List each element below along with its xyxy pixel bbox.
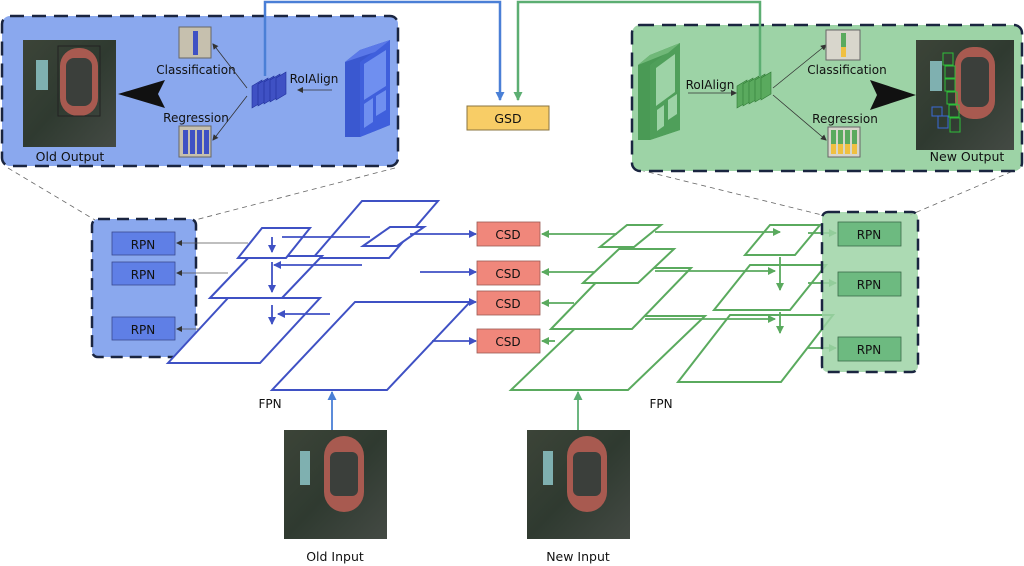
new-fpn [508, 224, 836, 391]
new-output-image [916, 40, 1014, 150]
csd-label: CSD [495, 335, 520, 349]
old-detail-panel: Old Output Classification Regression [0, 14, 400, 168]
new-output-arrow-icon [870, 80, 916, 110]
old-rpn-connectors [176, 240, 248, 332]
new-detail-panel: RoIAlign Classification Regression [630, 23, 1024, 173]
old-fpn-label: FPN [258, 397, 281, 411]
csd-box: CSD [476, 290, 541, 316]
new-rpn-label: RPN [857, 278, 882, 292]
old-roialign-label: RoIAlign [290, 72, 339, 86]
old-classification-icon [178, 26, 212, 59]
old-output-image [23, 40, 116, 147]
new-classification-icon [825, 29, 861, 61]
old-roi-features-icon [251, 71, 287, 109]
gsd-box: GSD [466, 105, 550, 131]
new-fpn-backbone-level [597, 224, 664, 248]
new-roi-features-icon [736, 71, 772, 109]
gsd-label: GSD [494, 111, 521, 126]
new-regression-label: Regression [812, 112, 878, 126]
new-rpn-label: RPN [857, 228, 882, 242]
old-rpn-label: RPN [131, 268, 156, 282]
old-fpn-arrows [268, 230, 477, 432]
old-fpn-backbone-level [359, 226, 428, 247]
new-fpn-label: FPN [649, 397, 672, 411]
new-fpn-pyramid-level [742, 224, 823, 256]
zoom-guide-lines [7, 167, 1021, 221]
gsd-links [263, 0, 762, 101]
old-regression-icon [178, 125, 212, 158]
old-regression-label: Regression [163, 111, 229, 125]
old-rpn-box: RPN [111, 261, 176, 286]
csd-box: CSD [476, 328, 541, 354]
new-fpn-backbone-level [580, 248, 677, 284]
old-classification-label: Classification [156, 63, 235, 77]
new-regression-icon [827, 126, 861, 158]
old-rpn-panel: RPN RPN RPN [90, 217, 198, 359]
csd-box: CSD [476, 221, 541, 247]
new-feature-map-icon [638, 43, 680, 140]
old-rpn-box: RPN [111, 231, 176, 256]
csd-label: CSD [495, 228, 520, 242]
old-fpn-pyramid-level [235, 227, 313, 259]
old-rpn-box: RPN [111, 316, 176, 341]
old-output-label: Old Output [36, 149, 105, 164]
old-input-label: Old Input [306, 549, 364, 564]
new-classification-label: Classification [807, 63, 886, 77]
new-roialign-label: RoIAlign [686, 78, 735, 92]
old-rpn-label: RPN [131, 323, 156, 337]
new-rpn-box: RPN [837, 336, 902, 362]
old-input-image [284, 430, 387, 539]
new-fpn-backbone-level [548, 267, 694, 330]
new-input-label: New Input [546, 549, 610, 564]
old-feature-map-icon [345, 40, 390, 137]
old-fpn [165, 200, 473, 391]
new-input-image [527, 430, 630, 539]
new-fpn-backbone-level [508, 315, 708, 391]
new-output-label: New Output [930, 149, 1005, 164]
old-fpn-pyramid-level [207, 255, 325, 299]
new-rpn-box: RPN [837, 221, 902, 247]
new-rpn-panel: RPN RPN RPN [820, 210, 920, 374]
old-rpn-label: RPN [131, 238, 156, 252]
new-rpn-label: RPN [857, 343, 882, 357]
new-rpn-box: RPN [837, 271, 902, 297]
csd-label: CSD [495, 267, 520, 281]
old-output-arrow-icon [118, 80, 165, 108]
csd-label: CSD [495, 297, 520, 311]
old-fpn-backbone-level [310, 200, 441, 259]
csd-box: CSD [476, 260, 541, 286]
